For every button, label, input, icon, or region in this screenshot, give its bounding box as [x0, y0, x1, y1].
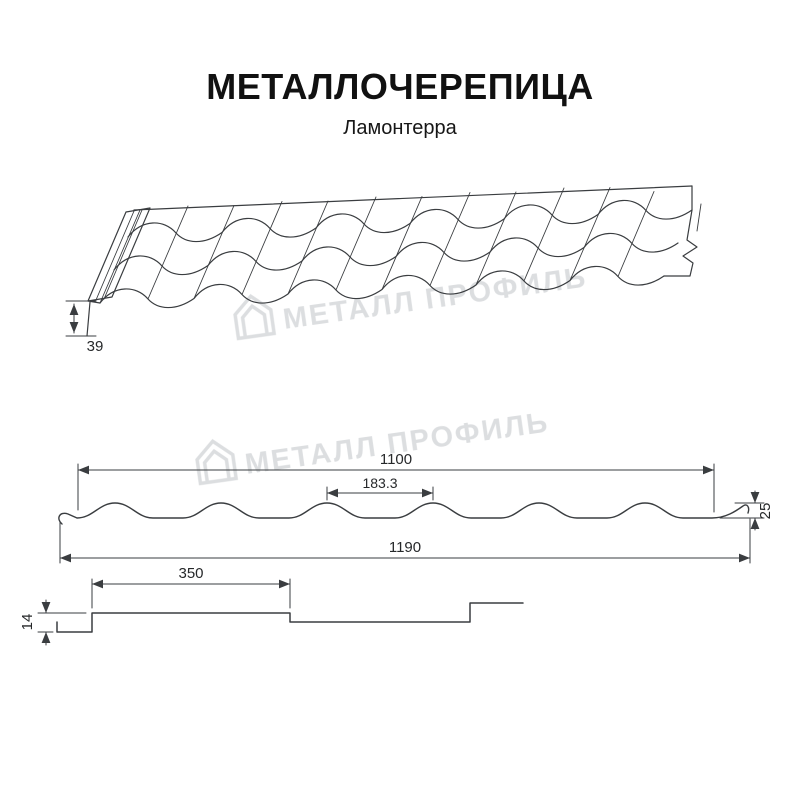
profile-outline [58, 502, 750, 525]
watermark-1: МЕТАЛЛ ПРОФИЛЬ [233, 261, 589, 341]
sheet-right-edge-break [663, 185, 702, 277]
brand-logo-icon [233, 294, 277, 341]
dim-25: 25 [719, 490, 774, 531]
dim-1190-label: 1190 [389, 539, 421, 556]
profile-view: 1100 183.3 25 1190 [58, 451, 774, 564]
dim-39: 39 [65, 300, 104, 355]
dim-350: 350 [91, 565, 291, 609]
brand-logo-icon [195, 439, 239, 486]
step-view: 350 14 [19, 565, 524, 646]
sheet-crest-diagonals [99, 187, 655, 304]
dim-1100: 1100 [77, 451, 715, 513]
perspective-view: 39 [65, 185, 702, 355]
dim-25-label: 25 [757, 503, 774, 520]
dim-350-label: 350 [178, 565, 203, 582]
dim-183-3: 183.3 [326, 475, 434, 501]
page-subtitle: Ламонтерра [343, 117, 457, 139]
sheet-wave-row-middle [113, 232, 679, 276]
dim-183-3-label: 183.3 [362, 475, 397, 491]
sheet-top-edge [133, 185, 693, 211]
drawing-header: МЕТАЛЛОЧЕРЕПИЦА Ламонтерра [0, 66, 800, 140]
sheet-left-cap [86, 207, 151, 337]
step-outline [56, 602, 524, 633]
watermark-2: МЕТАЛЛ ПРОФИЛЬ [195, 406, 551, 486]
dim-1100-label: 1100 [380, 451, 412, 468]
dim-39-label: 39 [87, 338, 104, 355]
page-title: МЕТАЛЛОЧЕРЕПИЦА [206, 66, 594, 107]
dim-1190: 1190 [59, 518, 751, 564]
dim-14-label: 14 [19, 614, 36, 631]
dim-14: 14 [19, 599, 87, 646]
